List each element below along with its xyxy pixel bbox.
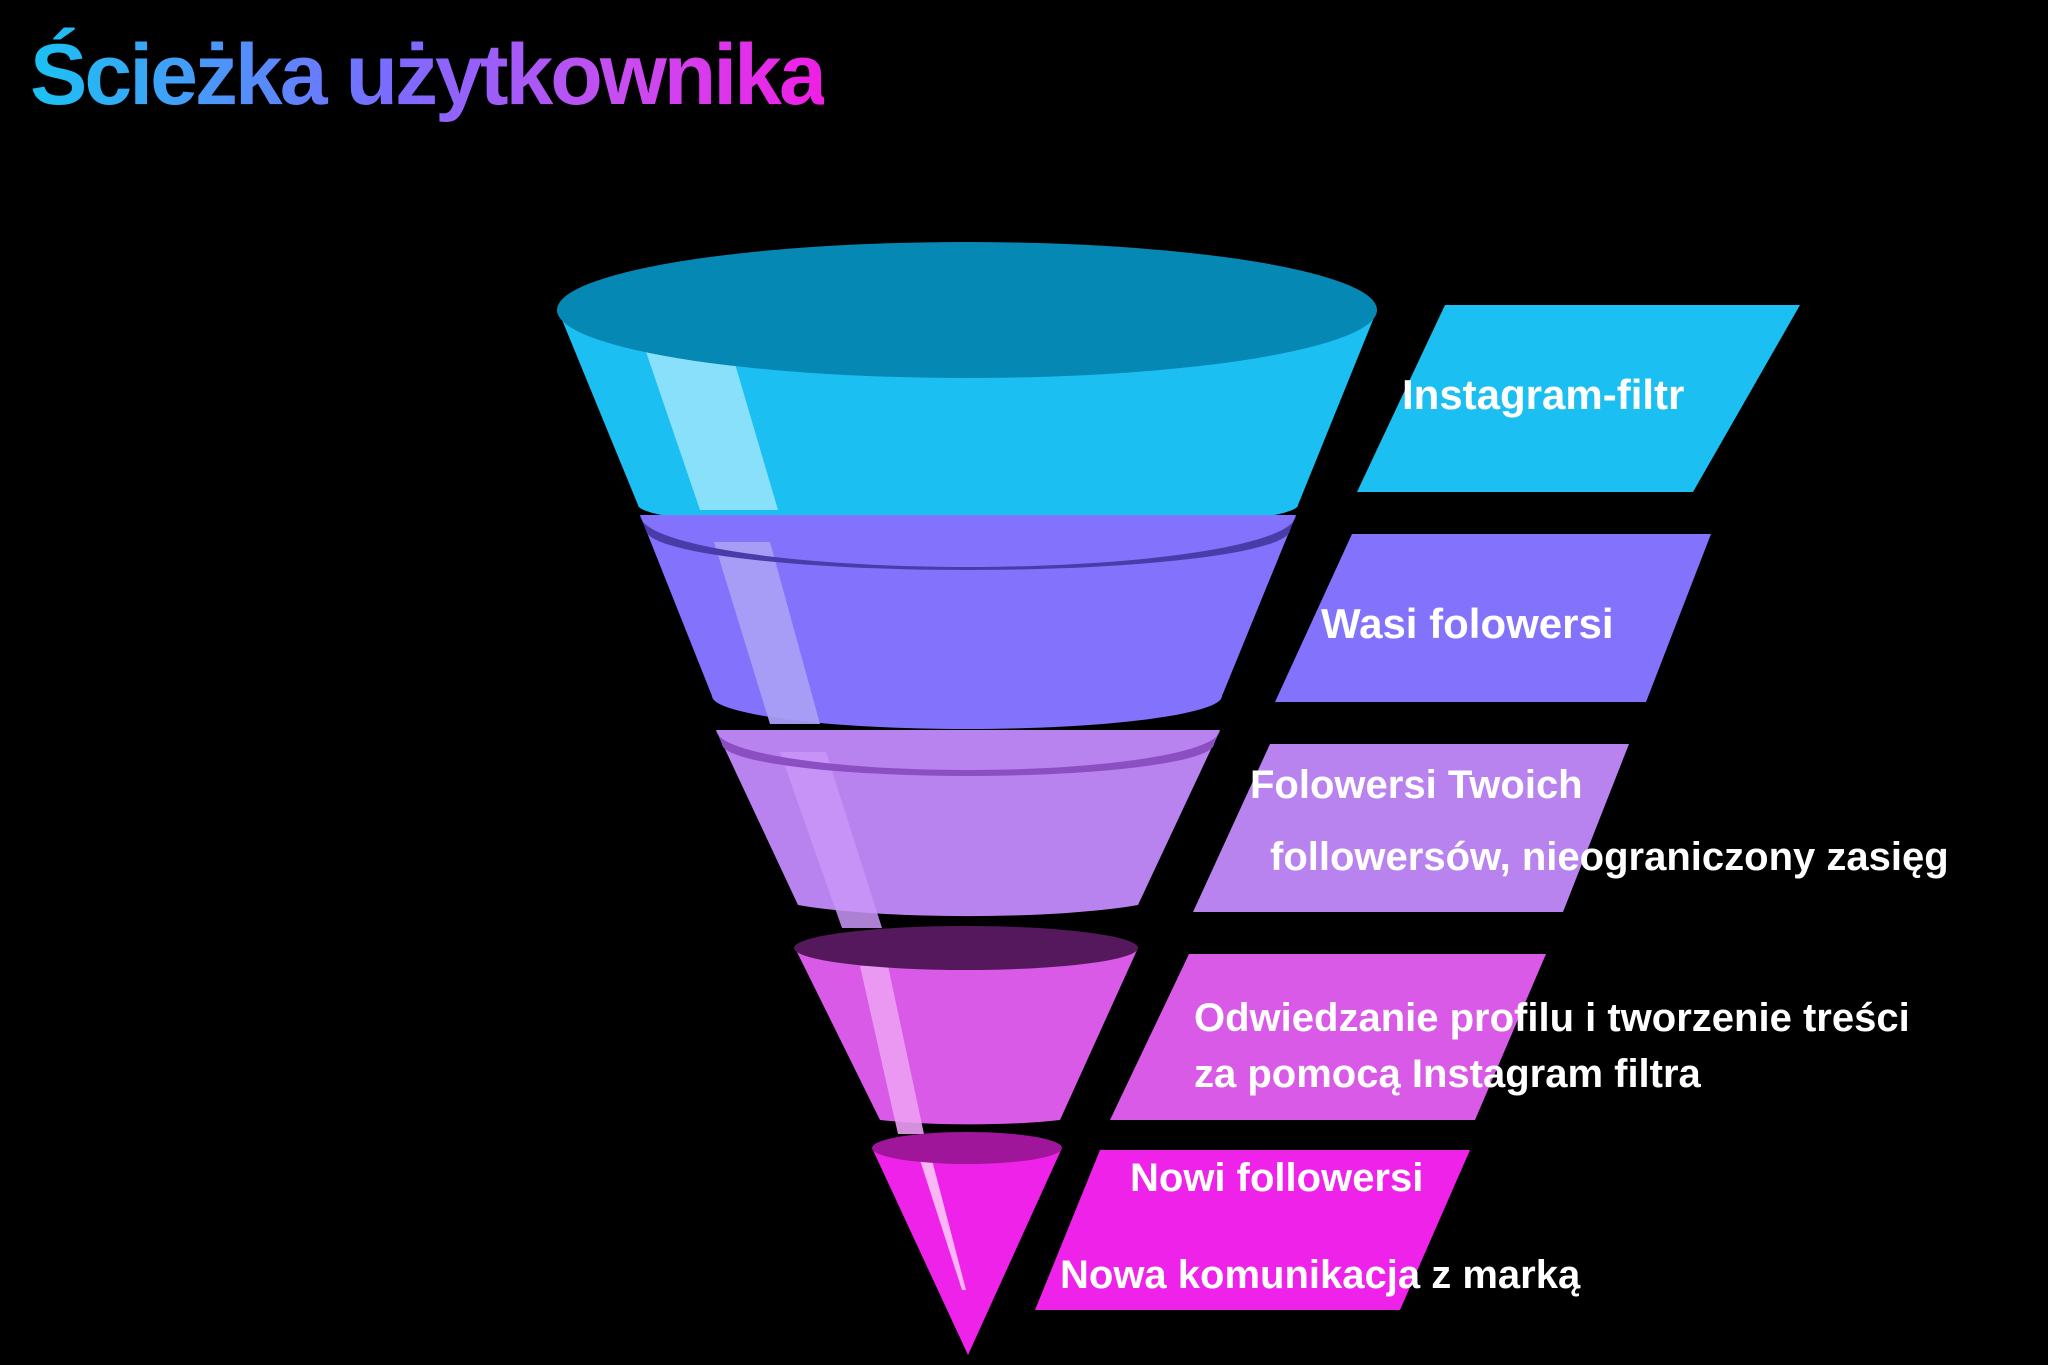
- stage-5-label-panel: [1035, 1150, 1470, 1310]
- stage-3-label-panel: [1193, 744, 1629, 912]
- page-title: Ścieżka użytkownika: [30, 24, 827, 127]
- funnel-stage-5: [872, 1132, 1062, 1355]
- funnel-stage-2: [640, 515, 1296, 729]
- stage-3-label-line-1: Folowersi Twoich: [1250, 763, 1583, 807]
- stage-4-label-panel: [1110, 954, 1546, 1120]
- stage-2-label: Wasi folowersi: [1321, 600, 1614, 647]
- stage-4-label-line-2: za pomocą Instagram filtra: [1194, 1052, 1702, 1096]
- stage-2-label-panel: [1275, 534, 1711, 702]
- stage-5-label-line-1: Nowi followersi: [1130, 1156, 1423, 1200]
- stage-5-label-line-2: Nowa komunikacja z marką: [1060, 1253, 1581, 1297]
- funnel-stage-1: [557, 242, 1377, 532]
- stage-1-label-panel: [1357, 305, 1800, 492]
- stage-3-label-line-2: followersów, nieograniczony zasięg: [1270, 835, 1949, 879]
- stage-1-label: Instagram-filtr: [1402, 371, 1684, 418]
- funnel-stage-3: [716, 730, 1220, 928]
- stage-4-label-line-1: Odwiedzanie profilu i tworzenie treści: [1194, 996, 1910, 1040]
- funnel-stage-4: [794, 926, 1138, 1134]
